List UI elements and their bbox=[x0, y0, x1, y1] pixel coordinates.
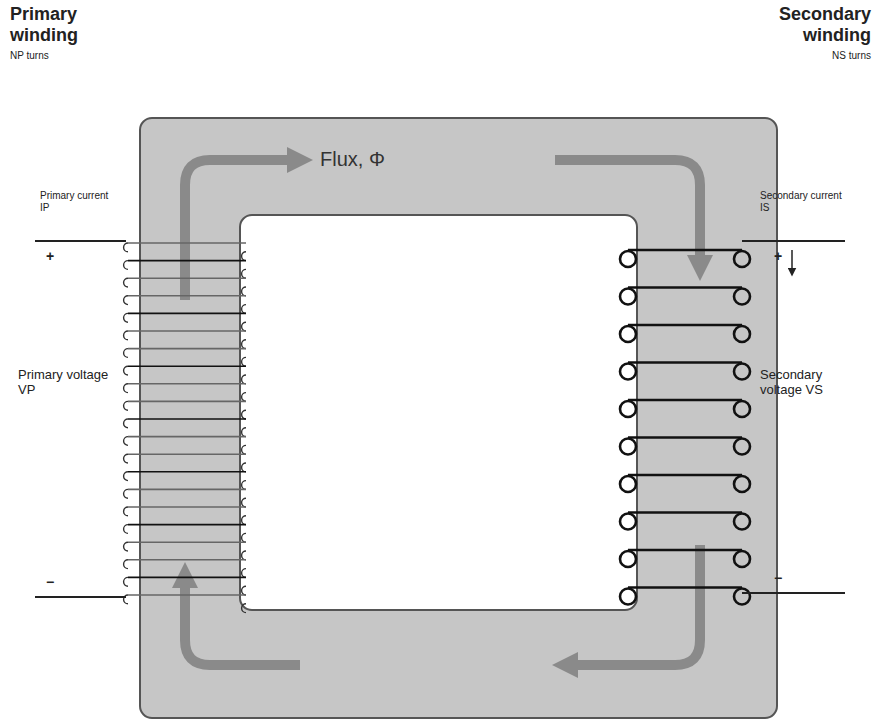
lead-wires bbox=[35, 241, 845, 597]
voltage-label: Primary voltage VP bbox=[18, 368, 110, 398]
polarity-sign: − bbox=[774, 570, 794, 586]
current-label: Secondary current IS bbox=[760, 190, 845, 213]
flux-arrows bbox=[185, 160, 700, 665]
polarity-sign: + bbox=[774, 248, 790, 264]
current-label: Primary current IP bbox=[40, 190, 118, 213]
primary-coil bbox=[124, 243, 246, 613]
flux-label: Flux, Φ bbox=[320, 148, 440, 171]
turns-label: NS turns bbox=[771, 50, 871, 62]
coil-title: Primary winding bbox=[10, 4, 120, 45]
secondary-coil bbox=[620, 250, 750, 605]
voltage-label: Secondary voltage VS bbox=[760, 368, 860, 398]
coil-title: Secondary winding bbox=[745, 4, 871, 45]
iron-core bbox=[140, 118, 777, 718]
polarity-sign: − bbox=[46, 574, 66, 590]
core-window bbox=[240, 215, 637, 610]
polarity-sign: + bbox=[46, 248, 66, 264]
turns-label: NP turns bbox=[10, 50, 120, 62]
